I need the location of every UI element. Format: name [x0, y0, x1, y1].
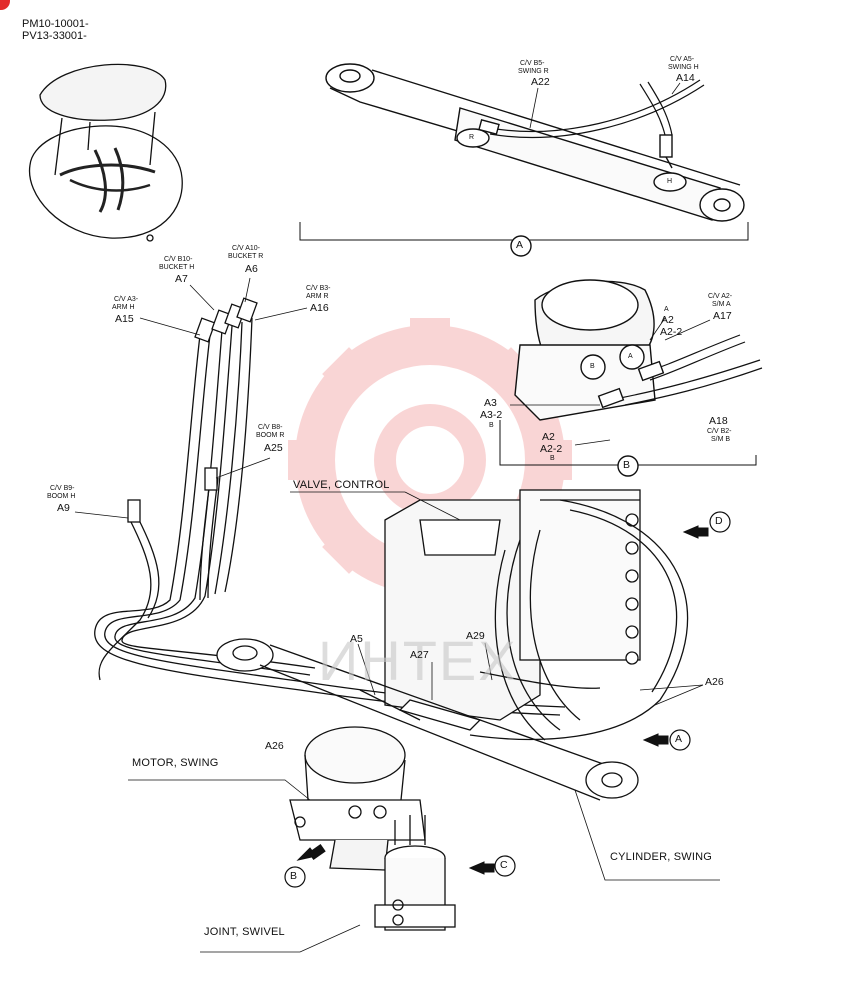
label-a14: A14 — [676, 72, 695, 84]
swing-motor-lower — [128, 726, 426, 871]
label-cv-b5-line2: SWING R — [518, 68, 549, 75]
view-b-marker: B — [290, 870, 298, 882]
serial-range-line1: PM10-10001- — [22, 18, 89, 30]
label-a26-right: A26 — [705, 676, 724, 688]
label-a2-bottom: A2 — [542, 431, 555, 443]
label-a18: A18 — [709, 415, 728, 427]
label-a5: A5 — [350, 633, 363, 645]
label-cv-b2-line2: S/M B — [711, 436, 731, 443]
port-h: H — [667, 178, 673, 185]
detail-b-swing-motor — [499, 279, 763, 477]
label-cv-b3-line1: C/V B3- — [306, 285, 331, 292]
label-b-a2: A2 — [661, 314, 674, 326]
label-cv-b5-line1: C/V B5- — [520, 60, 545, 67]
label-cv-b9-line1: C/V B9- — [50, 485, 75, 492]
detail-a-marker: A — [516, 239, 524, 251]
label-cv-a5-line1: C/V A5- — [670, 56, 695, 63]
label-cv-b8-line1: C/V B8- — [258, 424, 283, 431]
label-a2-2-bottom: A2-2 — [540, 443, 563, 455]
control-valve-assembly — [290, 489, 704, 741]
watermark-text: ИНТЕХ — [318, 629, 518, 692]
machine-thumbnail — [28, 63, 183, 242]
label-a2-b: B — [550, 455, 555, 462]
label-cv-a2-line1: C/V A2- — [708, 293, 733, 300]
label-cv-b10-line2: BUCKET H — [159, 264, 195, 271]
label-cv-a10-line1: C/V A10- — [232, 245, 261, 252]
label-a26-left: A26 — [265, 740, 284, 752]
view-d-marker: D — [715, 515, 723, 527]
label-b-a2-2: A2-2 — [660, 326, 683, 338]
corner-badge — [0, 0, 10, 10]
label-cv-a3-line2: ARM H — [112, 304, 135, 311]
detail-b-marker: B — [623, 459, 631, 471]
view-a-marker: A — [675, 733, 683, 745]
label-cv-a10-line2: BUCKET R — [228, 253, 264, 260]
label-a15: A15 — [115, 313, 134, 325]
label-cv-a3-line1: C/V A3- — [114, 296, 139, 303]
port-a: A — [628, 353, 633, 360]
label-cv-b9-line2: BOOM H — [47, 493, 76, 500]
label-joint-swivel: JOINT, SWIVEL — [204, 926, 285, 938]
label-a17: A17 — [713, 310, 732, 322]
port-b: B — [590, 363, 595, 370]
label-a16: A16 — [310, 302, 329, 314]
swing-cylinder-lower — [216, 638, 720, 881]
label-cv-b3-line2: ARM R — [306, 293, 329, 300]
label-cv-b2-line1: C/V B2- — [707, 428, 732, 435]
label-a22: A22 — [531, 76, 550, 88]
label-a3: A3 — [484, 397, 497, 409]
swivel-joint — [200, 815, 456, 953]
view-markers — [284, 511, 731, 888]
label-a9: A9 — [57, 502, 70, 514]
port-r: R — [469, 134, 475, 141]
label-motor-swing: MOTOR, SWING — [132, 757, 219, 769]
view-c-marker: C — [500, 859, 508, 871]
label-a3-2: A3-2 — [480, 409, 503, 421]
label-a6: A6 — [245, 263, 258, 275]
label-a25: A25 — [264, 442, 283, 454]
label-cv-b10-line1: C/V B10- — [164, 256, 193, 263]
label-b-a: A — [664, 306, 669, 313]
label-cv-a2-line2: S/M A — [712, 301, 731, 308]
label-a3-b: B — [489, 422, 494, 429]
label-a7: A7 — [175, 273, 188, 285]
view-arrows — [296, 525, 709, 875]
label-a27: A27 — [410, 649, 429, 661]
label-cylinder-swing: CYLINDER, SWING — [610, 851, 713, 863]
detail-a-swing-cylinder — [299, 63, 749, 257]
label-valve-control: VALVE, CONTROL — [293, 479, 390, 491]
label-cv-a5-line2: SWING H — [668, 64, 699, 71]
serial-range-line2: PV13-33001- — [22, 30, 87, 42]
label-a29: A29 — [466, 630, 485, 642]
label-cv-b8-line2: BOOM R — [256, 432, 285, 439]
